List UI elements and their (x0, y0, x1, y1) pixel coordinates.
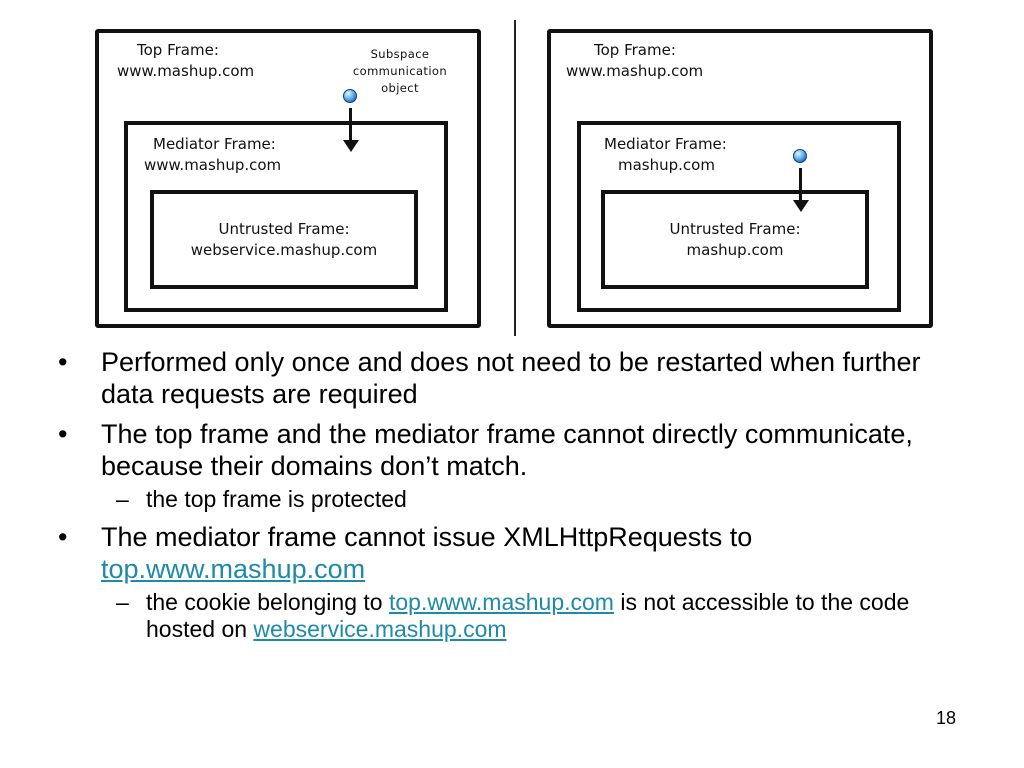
left-mediator-frame-box (124, 121, 448, 312)
right-arrow-shaft (799, 168, 802, 202)
left-mediator-frame-domain: www.mashup.com (144, 156, 282, 174)
diagram-separator (514, 20, 516, 336)
bullet-text: The top frame and the mediator frame can… (101, 419, 913, 481)
right-mediator-frame-title: Mediator Frame: (604, 135, 727, 153)
sub-bullet-text: the cookie belonging to (146, 589, 383, 615)
left-mediator-frame-title: Mediator Frame: (153, 135, 276, 153)
left-arrow-down-icon (343, 140, 359, 152)
right-untrusted-frame-box (601, 190, 869, 289)
left-top-frame-title: Top Frame: (137, 41, 219, 59)
right-mediator-frame-box (577, 121, 901, 312)
sub-bullet-item: – the top frame is protected (116, 486, 958, 513)
right-untrusted-frame-domain: mashup.com (686, 241, 784, 259)
left-top-frame-domain: www.mashup.com (117, 62, 255, 80)
top-www-mashup-link[interactable]: top.www.mashup.com (388, 589, 614, 615)
bullet-marker: • (58, 419, 68, 449)
left-top-frame-box (95, 29, 481, 328)
bullet-item: • The mediator frame cannot issue XMLHtt… (58, 521, 958, 585)
right-top-frame-box (547, 29, 933, 328)
sub-bullet-text: the top frame is protected (146, 486, 407, 512)
top-www-mashup-link[interactable]: top.www.mashup.com (101, 554, 366, 584)
left-untrusted-frame-box (150, 190, 418, 289)
bullet-list: • Performed only once and does not need … (58, 346, 958, 651)
right-arrow-down-icon (793, 200, 809, 212)
right-subspace-object-icon (793, 149, 807, 163)
dash-marker: – (116, 589, 129, 615)
bullet-marker: • (58, 522, 68, 552)
left-untrusted-frame-title: Untrusted Frame: (218, 220, 350, 238)
subspace-label-line3: object (381, 81, 419, 95)
bullet-text: The mediator frame cannot issue XMLHttpR… (101, 522, 753, 552)
left-subspace-object-icon (343, 89, 357, 103)
webservice-mashup-link[interactable]: webservice.mashup.com (253, 616, 507, 642)
right-untrusted-frame-title: Untrusted Frame: (669, 220, 801, 238)
right-top-frame-domain: www.mashup.com (566, 62, 704, 80)
subspace-label-line2: communication (352, 64, 448, 78)
bullet-item: • The top frame and the mediator frame c… (58, 418, 958, 482)
right-mediator-frame-domain: mashup.com (618, 156, 715, 174)
subspace-label-line1: Subspace (370, 47, 430, 61)
bullet-text: Performed only once and does not need to… (101, 347, 921, 409)
bullet-marker: • (58, 347, 68, 377)
dash-marker: – (116, 486, 129, 512)
bullet-item: • Performed only once and does not need … (58, 346, 958, 410)
sub-bullet-text: is not accessible to the code hosted on (146, 589, 910, 642)
page-number: 18 (936, 708, 957, 728)
right-top-frame-title: Top Frame: (594, 41, 676, 59)
left-arrow-shaft (349, 108, 352, 142)
sub-bullet-item: – the cookie belonging to top.www.mashup… (116, 589, 958, 643)
left-untrusted-frame-domain: webservice.mashup.com (190, 241, 378, 259)
